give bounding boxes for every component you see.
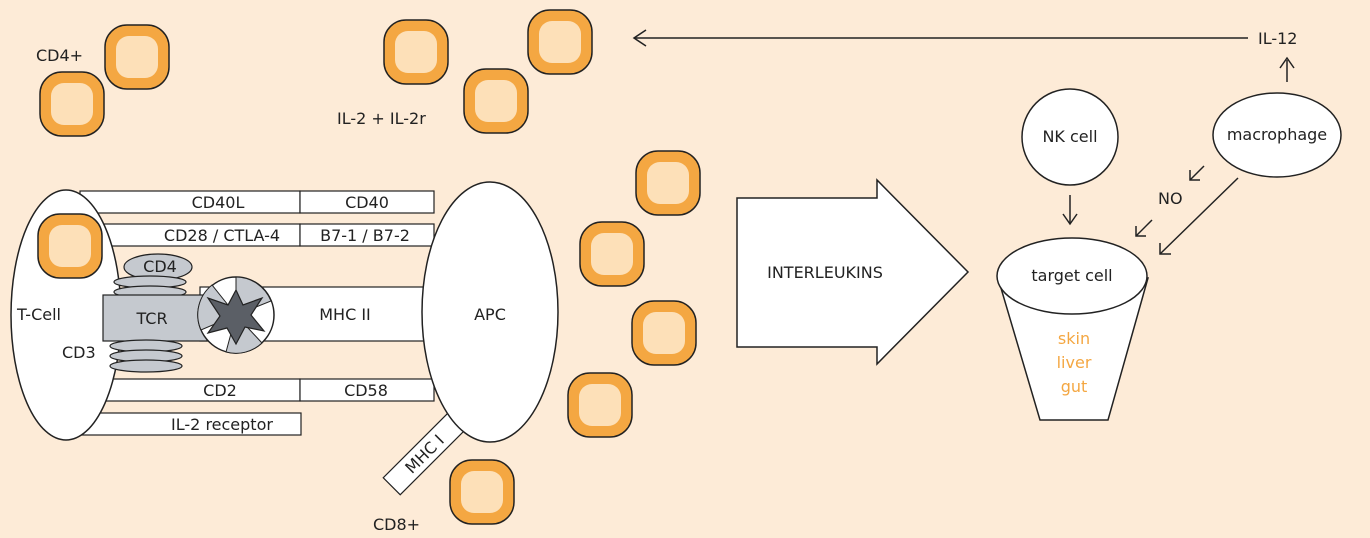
il2-label: IL-2 + IL-2r <box>337 109 426 128</box>
cd4-label: CD4 <box>143 257 177 276</box>
b7-label: B7-1 / B7-2 <box>320 226 410 245</box>
mhc-ii-label: MHC II <box>319 305 371 324</box>
arrowhead-icon <box>1189 170 1200 181</box>
target-cell <box>996 237 1148 315</box>
arrowhead-icon <box>632 29 647 47</box>
tcr-label: TCR <box>135 309 167 328</box>
cd28-label: CD28 / CTLA-4 <box>164 226 280 245</box>
t-cell-label: T-Cell <box>16 305 61 324</box>
no-label: NO <box>1158 189 1183 208</box>
interleukins-arrow <box>736 178 970 366</box>
tissue-liver: liver <box>1057 353 1092 372</box>
b7-bar <box>299 223 435 247</box>
cd4-plus-label: CD4+ <box>36 46 83 65</box>
lymphocyte-cell <box>631 300 697 366</box>
lymphocyte-cell <box>449 459 515 525</box>
tissue-gut: gut <box>1061 377 1088 396</box>
cd2-label: CD2 <box>203 381 237 400</box>
lymphocyte-cell <box>527 9 593 75</box>
arrowhead-icon <box>1135 226 1146 237</box>
il2-receptor-label: IL-2 receptor <box>171 415 273 434</box>
tcr-bar <box>102 294 208 342</box>
macrophage-cell <box>1212 92 1342 178</box>
arrowhead-icon <box>1279 56 1295 69</box>
cd8-plus-label: CD8+ <box>373 515 420 534</box>
lymphocyte-cell <box>567 372 633 438</box>
lymphocyte-cell <box>37 213 103 279</box>
cd58-label: CD58 <box>344 381 388 400</box>
no-arrow <box>1189 165 1205 181</box>
arrowhead-icon <box>1062 213 1078 226</box>
cd40l-bar <box>79 190 301 214</box>
lymphocyte-cell <box>579 221 645 287</box>
arrowhead-icon <box>1159 243 1171 255</box>
macrophage-label: macrophage <box>1227 125 1327 144</box>
cd58-bar <box>299 378 435 402</box>
cd3-label: CD3 <box>62 343 96 362</box>
interleukins-label: INTERLEUKINS <box>767 263 883 282</box>
antigen-complex <box>197 276 275 354</box>
antigen-star-icon <box>206 288 266 346</box>
cd40l-label: CD40L <box>192 193 245 212</box>
no-arrow <box>1135 219 1153 237</box>
apc-cell <box>421 181 559 443</box>
cd3-ring <box>109 359 183 373</box>
nk-cell-label: NK cell <box>1042 127 1097 146</box>
lymphocyte-cell <box>104 24 170 90</box>
cd40-bar <box>299 190 435 214</box>
lymphocyte-cell <box>39 71 105 137</box>
tissue-skin: skin <box>1058 329 1090 348</box>
lymphocyte-cell <box>635 150 701 216</box>
cd40-label: CD40 <box>345 193 389 212</box>
target-cell-label: target cell <box>1031 266 1112 285</box>
macrophage-arrow <box>1159 177 1239 255</box>
il12-label: IL-12 <box>1258 29 1297 48</box>
lymphocyte-cell <box>463 68 529 134</box>
nk-cell <box>1021 88 1119 186</box>
apc-label: APC <box>474 305 506 324</box>
lymphocyte-cell <box>383 19 449 85</box>
